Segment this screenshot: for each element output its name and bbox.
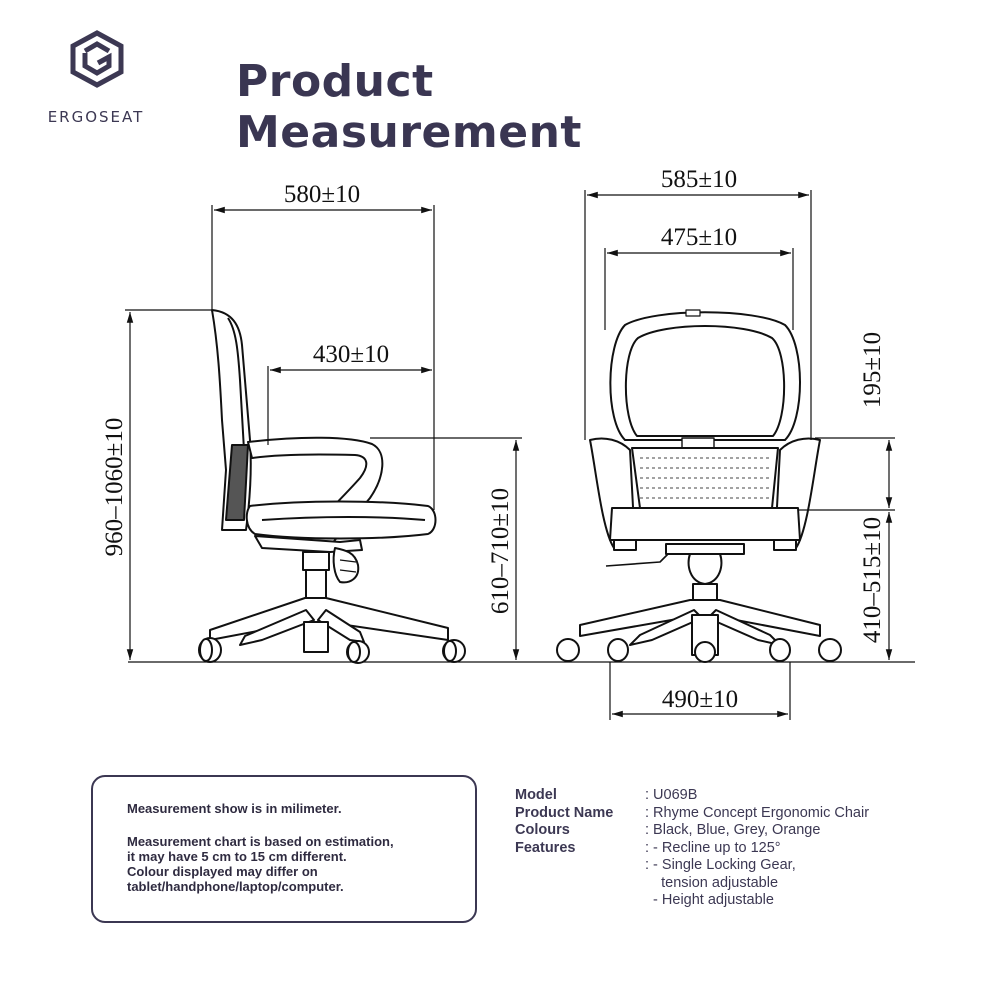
spec-value: : U069B [645, 787, 698, 803]
spec-value: : Black, Blue, Grey, Orange [645, 822, 821, 838]
spec-value: : - Single Locking Gear, [645, 857, 796, 873]
spec-label: Product Name [515, 804, 614, 821]
dim-base-width: 490±10 [662, 686, 738, 713]
note-line: it may have 5 cm to 15 cm different. [127, 849, 347, 864]
brand-logo: ERGOSEAT [36, 26, 156, 126]
spec-label: Model [515, 787, 557, 803]
spec-label: Features [515, 839, 576, 856]
note-line: tablet/handphone/laptop/computer. [127, 879, 344, 894]
dim-backrest-width: 475±10 [661, 224, 737, 251]
measurement-notes-box: Measurement show is in milimeter. Measur… [91, 775, 477, 923]
dim-backrest-height: 195±10 [859, 332, 886, 408]
spec-value: : - Recline up to 125° [645, 839, 781, 856]
dim-armrest-height: 610–710±10 [487, 488, 514, 614]
hexagon-cube-logo-icon [70, 30, 124, 88]
chair-technical-drawing: 580±10 430±10 960–1060±10 610–710±10 585… [101, 166, 915, 720]
dim-seat-depth: 430±10 [313, 341, 389, 368]
side-view-dimensions [125, 205, 522, 660]
spec-value: : Rhyme Concept Ergonomic Chair [645, 804, 870, 821]
spec-value: - Height adjustable [645, 892, 774, 908]
note-estimation: Measurement chart is based on estimation… [127, 834, 457, 894]
dim-seat-height: 410–515±10 [859, 517, 886, 643]
chair-front-view [556, 309, 842, 663]
brand-name: ERGOSEAT [47, 108, 145, 126]
dim-side-width: 580±10 [284, 181, 360, 208]
dim-total-height: 960–1060±10 [101, 418, 128, 557]
spec-label: Colours [515, 822, 570, 838]
chair-side-view [198, 309, 466, 664]
spec-value: tension adjustable [645, 874, 779, 891]
page-title: Product Measurement [236, 56, 582, 158]
note-line: Measurement chart is based on estimation… [127, 834, 394, 849]
note-line: Colour displayed may differ on [127, 864, 318, 879]
note-unit: Measurement show is in milimeter. [127, 801, 342, 816]
dim-front-width: 585±10 [661, 166, 737, 193]
front-view-dimensions [584, 190, 895, 720]
